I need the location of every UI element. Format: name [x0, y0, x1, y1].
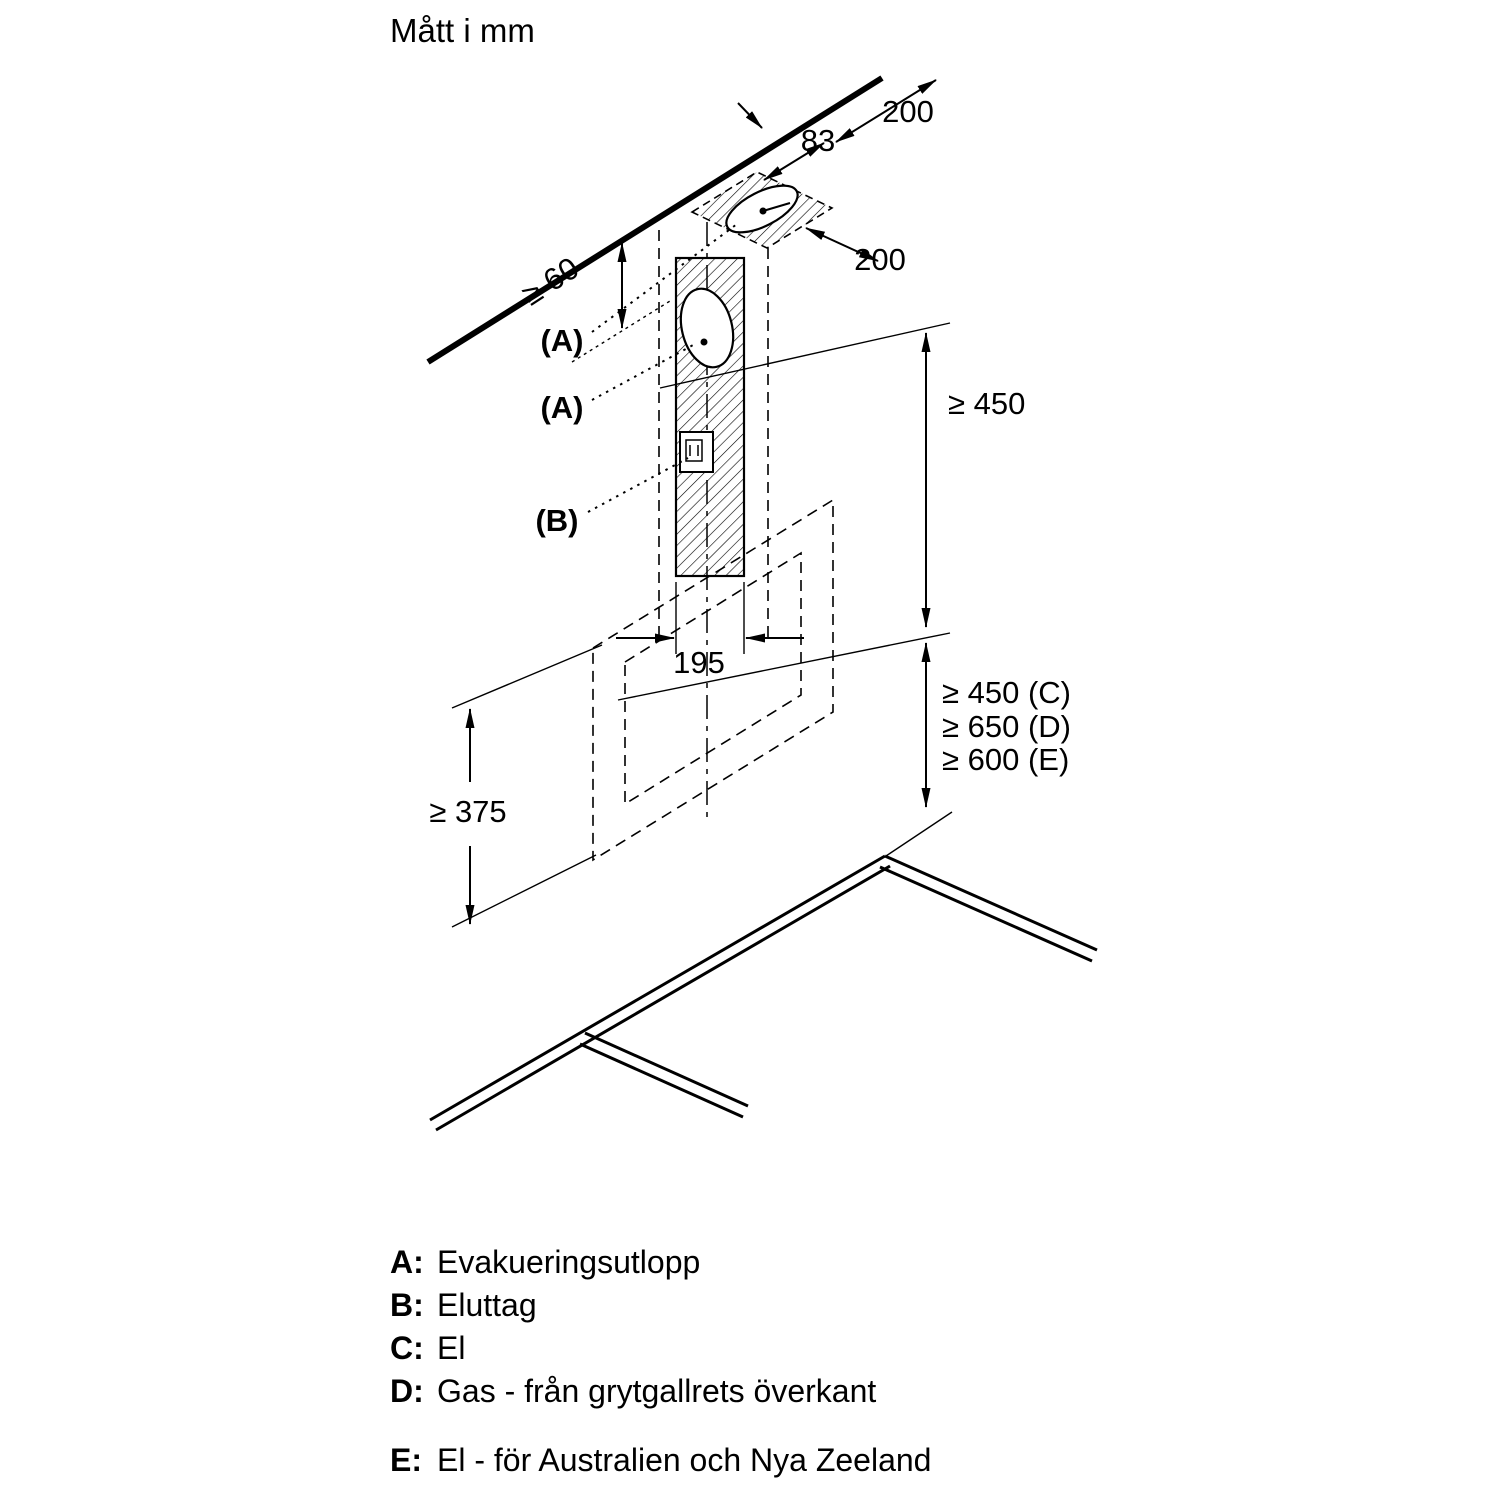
legend-key-b: B:: [390, 1287, 424, 1323]
dim83-arrow: [763, 142, 825, 181]
legend-label-e: El - för Australien och Nya Zeeland: [437, 1442, 931, 1478]
wall-outlet-center-dot: [700, 338, 708, 346]
callout-b: (B): [535, 503, 578, 538]
legend-key-a: A:: [390, 1244, 424, 1280]
ceiling-line: [426, 75, 884, 365]
dim-text-200-side: 200: [854, 242, 906, 277]
dim375-ext-top: [451, 644, 603, 709]
legend-label-c: El: [437, 1330, 465, 1366]
dim-text-650-d: ≥ 650 (D): [942, 709, 1071, 744]
dim60-ref-top: [571, 208, 671, 271]
dim-text-450-c: ≥ 450 (C): [942, 675, 1071, 710]
leader-a1: [591, 223, 738, 333]
dim60-ref-bottom: [571, 300, 671, 363]
callout-a2: (A): [540, 390, 583, 425]
dim450-ext-top: [659, 322, 951, 389]
legend-label-b: Eluttag: [437, 1287, 537, 1323]
legend-key-e: E:: [390, 1442, 422, 1478]
legend-key-c: C:: [390, 1330, 424, 1366]
legend-label-a: Evakueringsutlopp: [437, 1244, 700, 1280]
legend: A: Evakueringsutlopp B: Eluttag C: El D:…: [390, 1244, 931, 1478]
dim-text-83: 83: [801, 123, 835, 158]
ceiling-pointer-arrow: [737, 102, 763, 129]
wall-duct-outlet: [679, 287, 735, 369]
legend-label-d: Gas - från grytgallrets överkant: [437, 1373, 876, 1409]
dim-text-600-e: ≥ 600 (E): [942, 742, 1069, 777]
diagram-title: Mått i mm: [390, 12, 535, 49]
hood-outline-inner: [624, 551, 802, 806]
callout-a1: (A): [540, 323, 583, 358]
legend-key-d: D:: [390, 1373, 424, 1409]
dim375-ext-bottom: [451, 854, 597, 928]
leader-a2: [591, 343, 696, 401]
dim-text-375: ≥ 375: [429, 794, 506, 829]
dim450-ext-bottom: [617, 632, 951, 701]
dim-cde-ext-bottom: [885, 811, 953, 857]
dim-text-450: ≥ 450: [948, 386, 1025, 421]
dim200-top-arrow: [835, 79, 937, 143]
dim200-side-arrow: [805, 227, 879, 262]
hood-outline-outer: [592, 498, 834, 862]
dim-text-200-top: 200: [882, 94, 934, 129]
dim-text-195: 195: [673, 645, 725, 680]
cooktop-outline: [429, 854, 1098, 1132]
leader-b: [587, 457, 689, 513]
power-socket-icon: [679, 431, 714, 473]
ceiling-outlet-center-tick: [762, 202, 791, 212]
